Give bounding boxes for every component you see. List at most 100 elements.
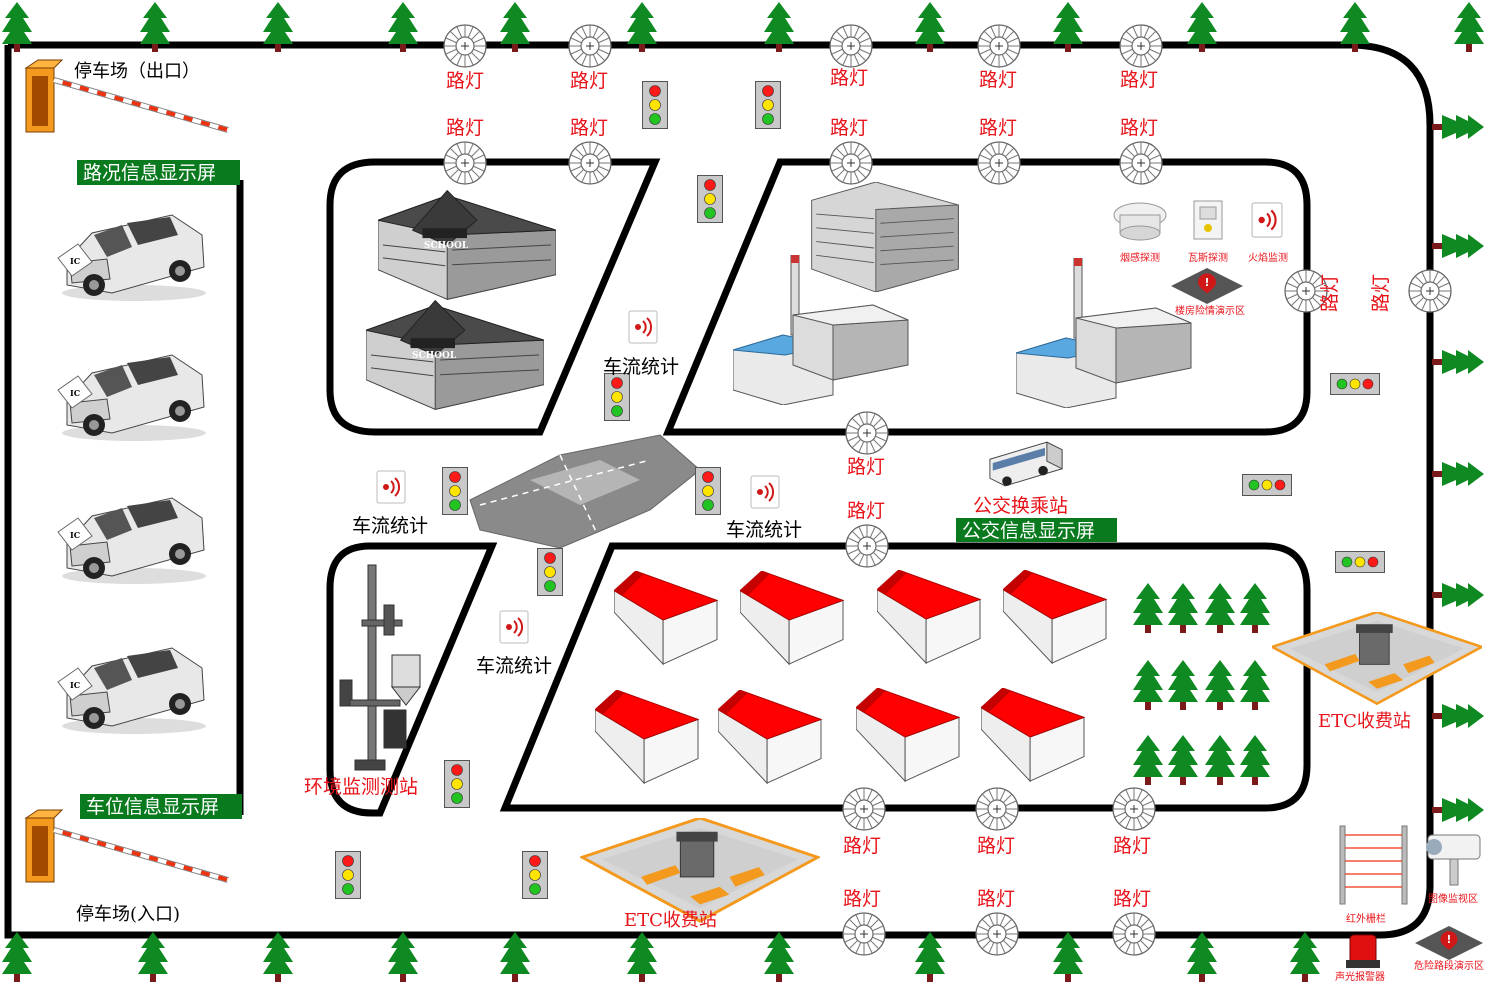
tree-icon <box>1432 234 1484 258</box>
street-light-label: 路灯 <box>1120 69 1158 91</box>
infrared-fence-label: 红外栅栏 <box>1346 912 1386 925</box>
house-icon <box>740 571 844 665</box>
traffic-count-labels: 车流统计 车流统计 车流统计 车流统计 <box>352 356 802 677</box>
tree-icon <box>1240 660 1270 710</box>
tree-icon <box>388 932 418 982</box>
tree-icon <box>138 932 168 982</box>
street-light-icon <box>1119 24 1163 68</box>
traffic-counter-icon <box>499 610 529 644</box>
street-light-label: 路灯 <box>843 835 881 857</box>
traffic-light-icon <box>695 467 721 515</box>
street-light-label: 路灯 <box>1319 274 1341 312</box>
ic-card-label: IC <box>70 388 80 398</box>
flame-detector-icon <box>1251 201 1283 239</box>
street-light-label: 路灯 <box>1120 117 1158 139</box>
tree-icon <box>1432 462 1484 486</box>
street-light-icon <box>977 24 1021 68</box>
tree-icon <box>1133 583 1163 633</box>
tree-icon <box>1053 932 1083 982</box>
street-light-icon <box>842 912 886 956</box>
street-light-label: 路灯 <box>979 117 1017 139</box>
tree-icon <box>1432 798 1484 822</box>
tree-icon <box>1290 932 1320 982</box>
tree-icon <box>1432 115 1484 139</box>
danger-road-zone-label: 危险路段演示区 <box>1414 959 1484 972</box>
etc-stations: ETC收费站 ETC收费站 <box>580 612 1482 931</box>
bus-station-label: 公交换乘站 <box>973 495 1068 517</box>
danger-zone-icon <box>1171 268 1243 304</box>
traffic-light-icon <box>642 81 668 129</box>
street-light-icon <box>845 411 889 455</box>
traffic-light-icon <box>697 175 723 223</box>
bus-station: 公交换乘站 公交信息显示屏 <box>956 441 1117 542</box>
ic-card-label: IC <box>70 530 80 540</box>
traffic-count-label: 车流统计 <box>726 519 802 541</box>
street-light-label: 路灯 <box>979 69 1017 91</box>
street-light-label: 路灯 <box>570 117 608 139</box>
house-icon <box>1003 570 1107 664</box>
etc-toll-icon <box>580 818 820 923</box>
street-light-label: 路灯 <box>977 888 1015 910</box>
traffic-light-icon <box>1242 474 1292 496</box>
tree-icon <box>2 932 32 982</box>
tree-icon <box>263 932 293 982</box>
traffic-light-icon <box>604 373 630 421</box>
traffic-counter-icon <box>750 475 780 509</box>
ic-card-label: IC <box>70 256 80 266</box>
tree-icon <box>1205 660 1235 710</box>
block-industry-road <box>662 158 1311 436</box>
bus-info-screen-label: 公交信息显示屏 <box>962 520 1095 542</box>
school-block: SCHOOL SCHOOL <box>366 190 556 410</box>
tree-icon <box>1205 583 1235 633</box>
street-light-icon <box>1112 787 1156 831</box>
intersection <box>469 434 701 549</box>
traffic-light-icon <box>444 760 470 808</box>
block-env-road <box>326 542 498 817</box>
street-light-icon <box>977 141 1021 185</box>
tree-icon <box>1133 735 1163 785</box>
parking-entrance-label: 停车场(入口) <box>76 904 180 925</box>
building-sensors: 烟感探测 瓦斯探测 火焰监测 楼房险情演示区 <box>1113 200 1288 317</box>
street-light-icon <box>829 24 873 68</box>
traffic-count-label: 车流统计 <box>603 356 679 378</box>
tree-icon <box>1168 660 1198 710</box>
alarm-icon <box>1346 934 1380 968</box>
traffic-count-label: 车流统计 <box>352 515 428 537</box>
street-light-label: 路灯 <box>830 117 868 139</box>
park-trees <box>1133 583 1270 785</box>
street-light-icon <box>842 787 886 831</box>
tree-icon <box>1240 583 1270 633</box>
etc-bottom-label: ETC收费站 <box>624 910 717 931</box>
traffic-count-label: 车流统计 <box>476 655 552 677</box>
traffic-light-icon <box>522 851 548 899</box>
tree-icon <box>627 932 657 982</box>
street-light-label: 路灯 <box>847 500 885 522</box>
office-building-icon <box>811 182 959 292</box>
house-icon <box>856 688 960 782</box>
street-light-label: 路灯 <box>446 117 484 139</box>
tree-icon <box>1187 932 1217 982</box>
school-sign: SCHOOL <box>424 241 469 251</box>
infrared-fence-icon <box>1339 825 1408 905</box>
tree-icon <box>1432 704 1484 728</box>
house-icon <box>595 690 699 784</box>
tree-icon <box>1205 735 1235 785</box>
tree-icon <box>1168 583 1198 633</box>
danger-zone-icon <box>1415 926 1483 960</box>
camera-icon <box>1426 834 1481 886</box>
ic-card-icons: IC IC IC IC <box>57 243 93 701</box>
tree-icon <box>1454 2 1484 52</box>
tree-icon <box>915 932 945 982</box>
road-info-screen-label: 路况信息显示屏 <box>83 162 216 184</box>
gas-detector-icon <box>1193 200 1223 240</box>
sound-light-alarm-label: 声光报警器 <box>1335 970 1385 983</box>
tree-icon <box>764 932 794 982</box>
street-light-label: 路灯 <box>446 70 484 92</box>
env-station-label: 环境监测测站 <box>304 776 418 798</box>
street-light-label: 路灯 <box>1113 835 1151 857</box>
street-light-icon <box>829 141 873 185</box>
parking-info-screen-label: 车位信息显示屏 <box>86 796 219 818</box>
street-light-icon <box>1119 141 1163 185</box>
street-light-icon <box>568 141 612 185</box>
street-light-icon <box>1408 269 1452 313</box>
